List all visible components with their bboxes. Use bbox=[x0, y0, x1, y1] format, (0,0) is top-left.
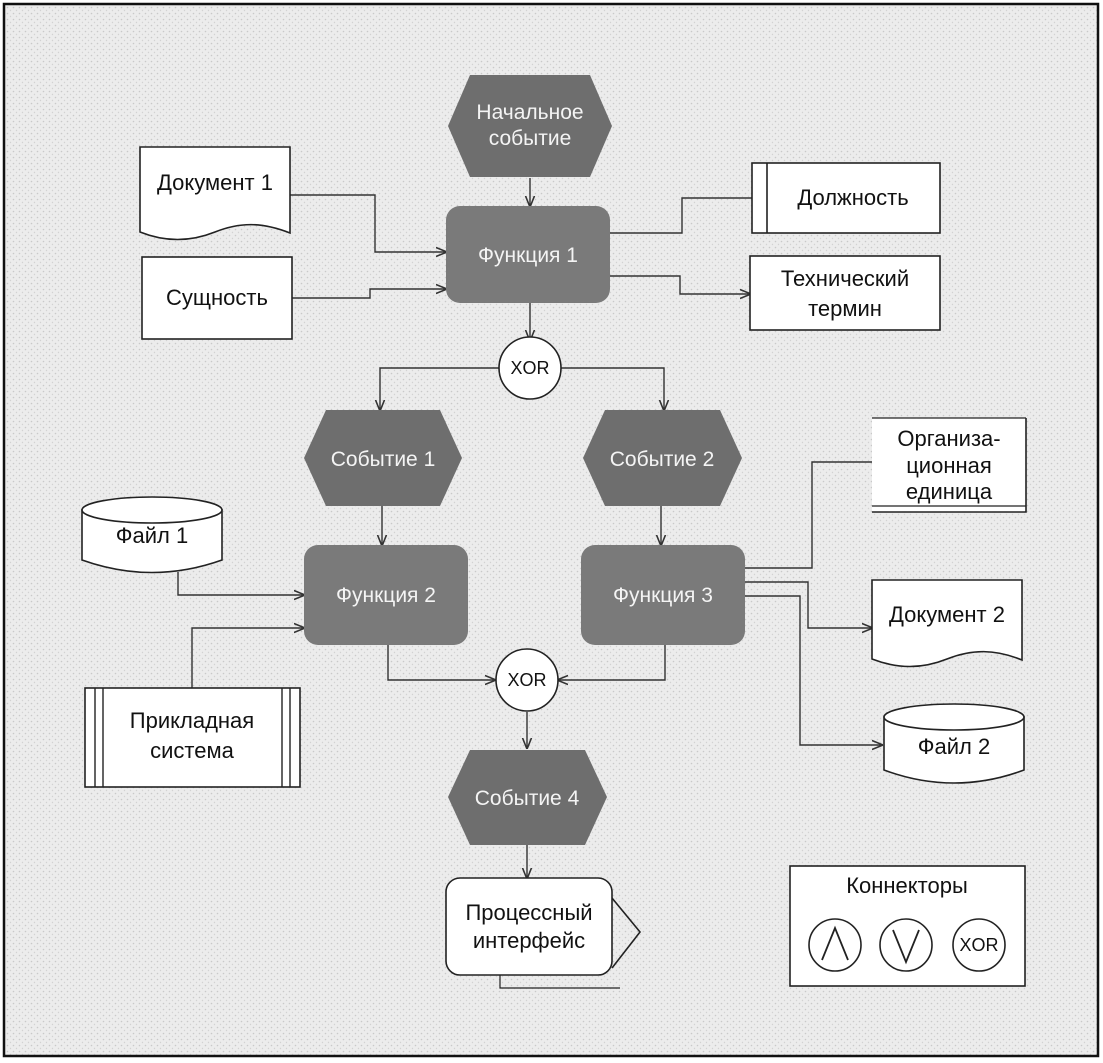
event-2: Событие 2 bbox=[583, 410, 742, 506]
document-2: Документ 2 bbox=[871, 579, 1023, 668]
xor-operator-bottom: XOR bbox=[495, 648, 559, 712]
organizational-unit: Организа- ционная единица bbox=[872, 417, 1027, 513]
technical-term-line1: Технический bbox=[781, 266, 909, 291]
xor-top-label: XOR bbox=[510, 358, 549, 378]
connections bbox=[177, 178, 882, 878]
event-start: Начальное событие bbox=[448, 75, 612, 177]
legend-xor-label: XOR bbox=[959, 935, 998, 955]
event-2-label: Событие 2 bbox=[610, 448, 715, 471]
function-2-label: Функция 2 bbox=[336, 584, 436, 607]
file-2-label: Файл 2 bbox=[918, 734, 990, 759]
process-interface: Процессный интерфейс bbox=[445, 877, 642, 989]
application-system: Прикладная система bbox=[84, 687, 301, 788]
process-interface-line1: Процессный bbox=[465, 900, 592, 925]
position: Должность bbox=[751, 162, 941, 234]
document-2-label: Документ 2 bbox=[889, 602, 1005, 627]
process-interface-line2: интерфейс bbox=[473, 928, 585, 953]
event-4-label: Событие 4 bbox=[475, 787, 580, 810]
org-unit-line1: Организа- bbox=[897, 426, 1000, 451]
app-system-line1: Прикладная bbox=[130, 708, 254, 733]
function-1-label: Функция 1 bbox=[478, 244, 578, 267]
event-start-label-line1: Начальное bbox=[476, 101, 583, 124]
document-1-label: Документ 1 bbox=[157, 170, 273, 195]
xor-operator-top: XOR bbox=[498, 336, 562, 400]
org-unit-line2: ционная bbox=[906, 453, 992, 478]
file-2: Файл 2 bbox=[883, 703, 1025, 784]
and-connector-icon bbox=[808, 918, 862, 972]
xor-bottom-label: XOR bbox=[507, 670, 546, 690]
event-4: Событие 4 bbox=[448, 750, 607, 845]
function-3-label: Функция 3 bbox=[613, 584, 713, 607]
function-3: Функция 3 bbox=[581, 545, 745, 645]
connectors-legend-title: Коннекторы bbox=[846, 873, 968, 898]
function-2: Функция 2 bbox=[304, 545, 468, 645]
file-1: Файл 1 bbox=[81, 496, 223, 574]
position-label: Должность bbox=[797, 185, 908, 210]
entity: Сущность bbox=[141, 256, 293, 340]
technical-term: Технический термин bbox=[749, 255, 941, 331]
technical-term-line2: термин bbox=[808, 296, 882, 321]
or-connector-icon bbox=[879, 918, 933, 972]
connectors-legend: Коннекторы XOR bbox=[789, 865, 1026, 987]
app-system-line2: система bbox=[150, 738, 234, 763]
entity-label: Сущность bbox=[166, 285, 268, 310]
org-unit-line3: единица bbox=[906, 479, 993, 504]
event-start-label-line2: событие bbox=[489, 127, 572, 150]
event-1-label: Событие 1 bbox=[331, 448, 436, 471]
xor-connector-icon: XOR bbox=[952, 918, 1006, 972]
file-1-label: Файл 1 bbox=[116, 523, 188, 548]
function-1: Функция 1 bbox=[446, 206, 610, 303]
document-1: Документ 1 bbox=[139, 146, 291, 241]
event-1: Событие 1 bbox=[304, 410, 462, 506]
